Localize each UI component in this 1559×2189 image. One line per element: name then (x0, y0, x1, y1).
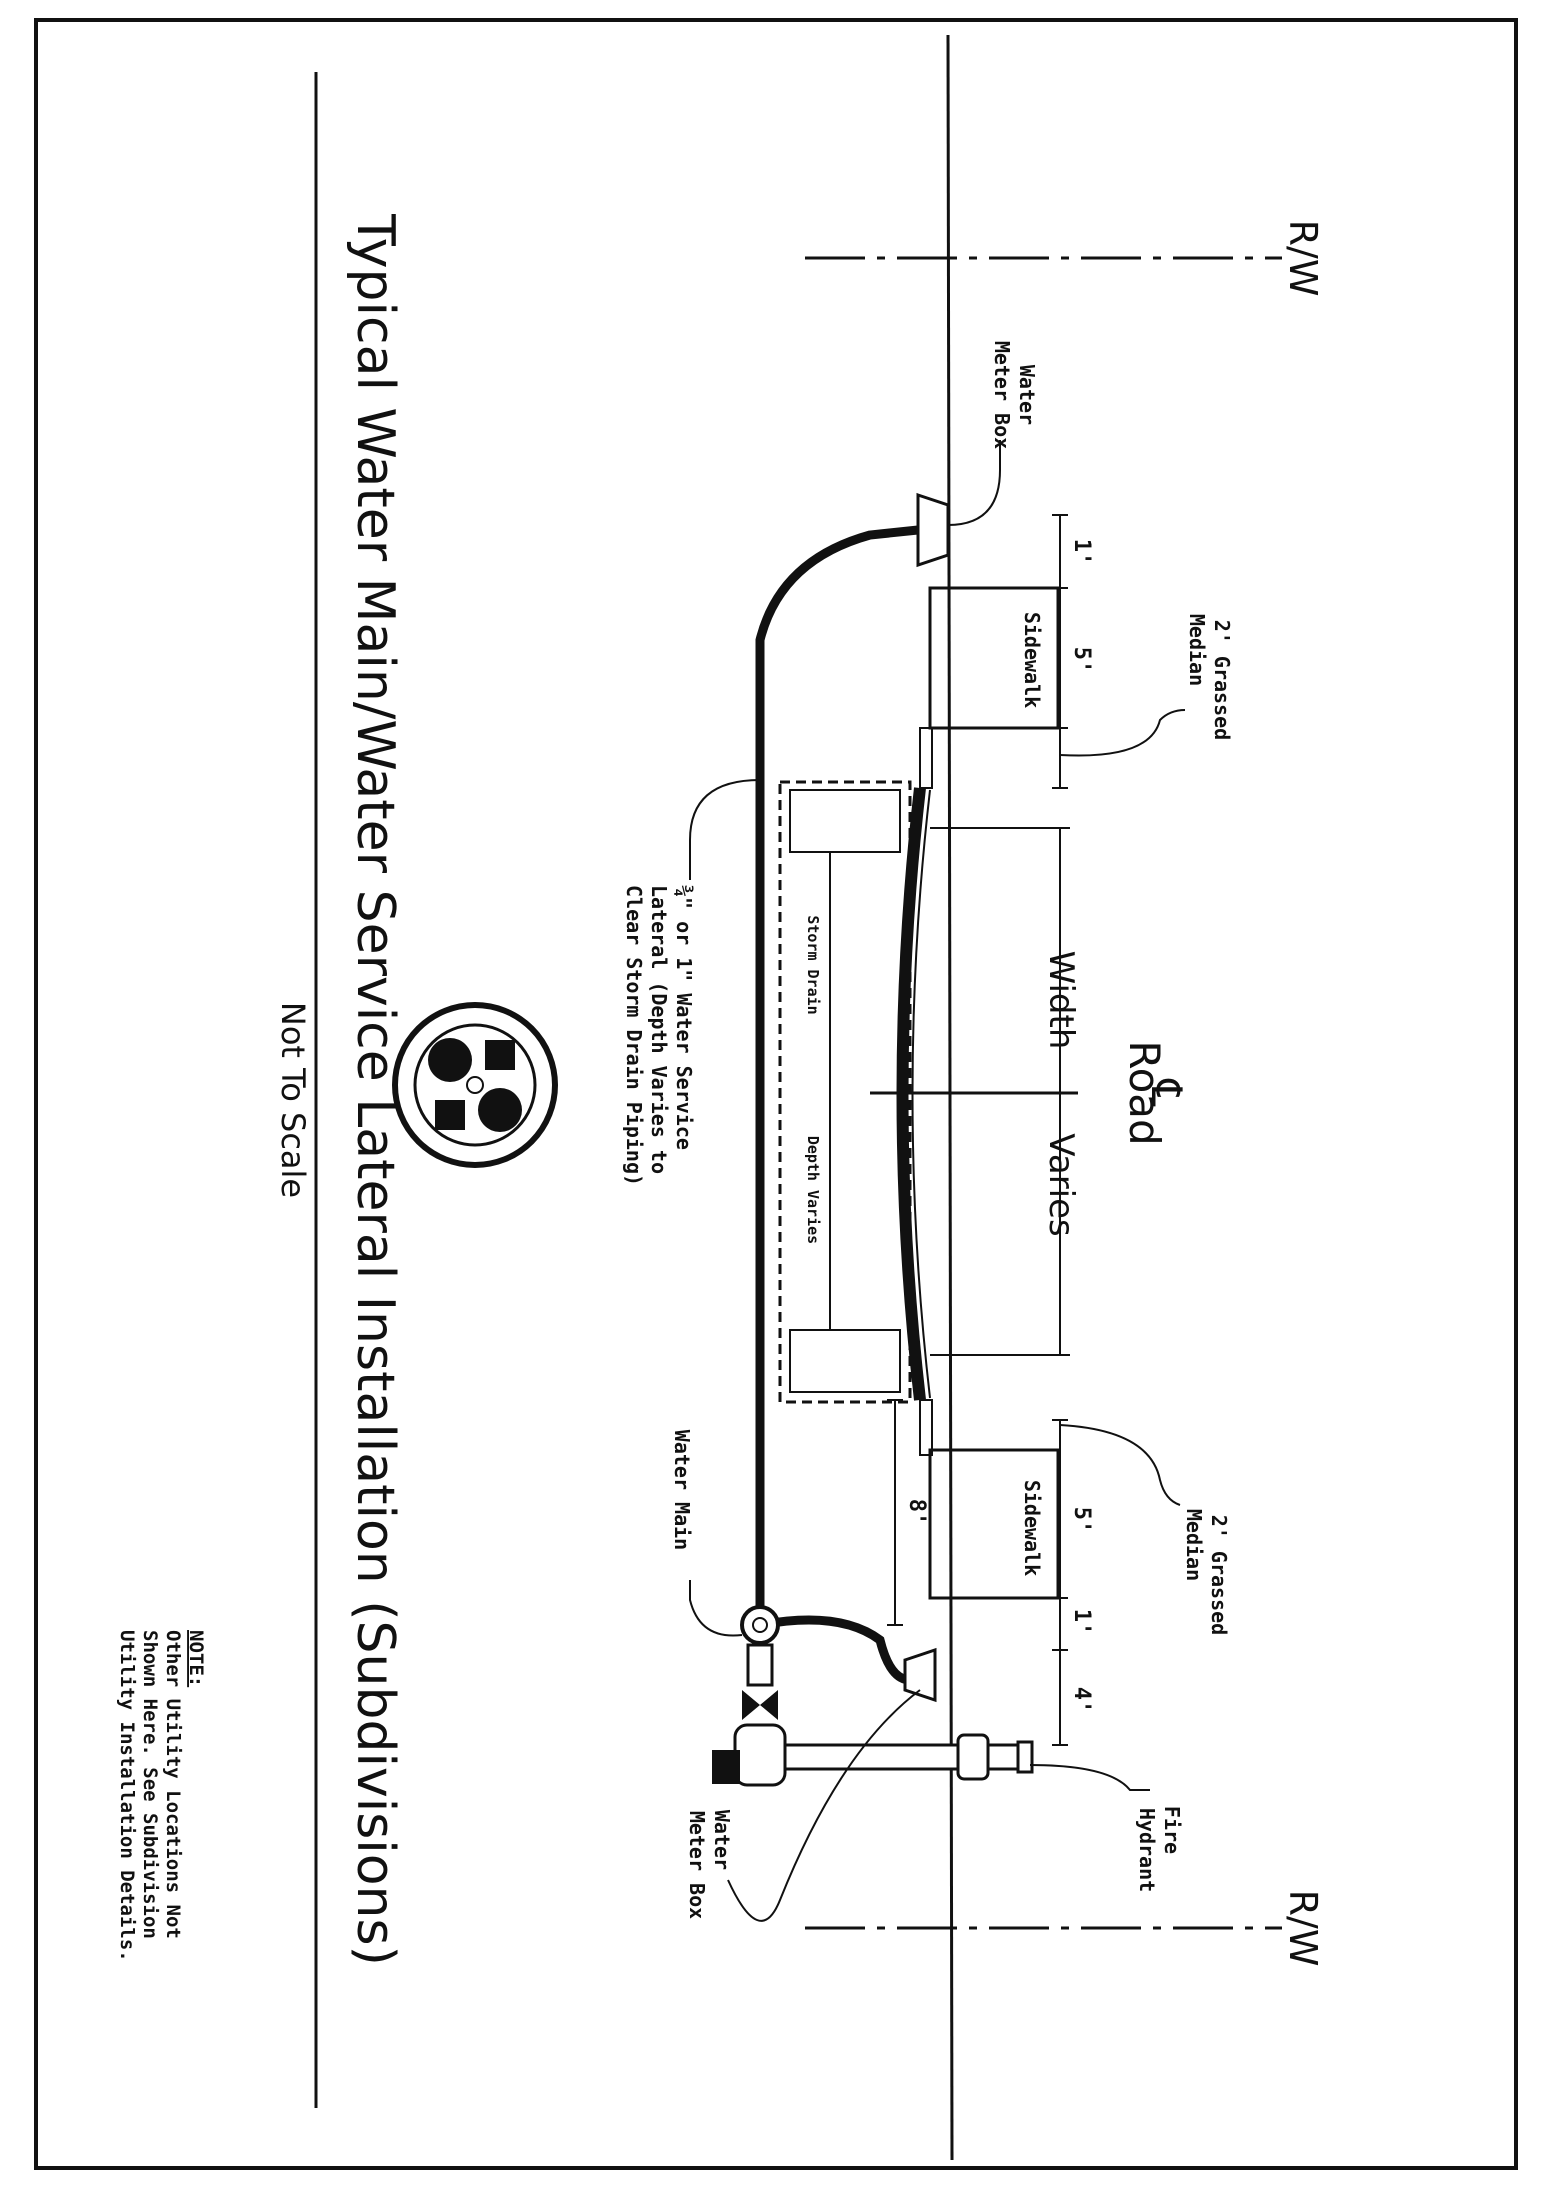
median-top-label-2: Median (1185, 614, 1209, 686)
lateral-label-1: ¾" or 1" Water Service (672, 885, 696, 1150)
median-bottom-label: 2' Grassed (1207, 1515, 1231, 1635)
width-label: Width (1041, 951, 1081, 1050)
meter-box-bottom (903, 1647, 937, 1703)
road-label: Road (1120, 1040, 1169, 1145)
dim-1ft-top: 1' (1069, 539, 1094, 566)
road-surface (896, 787, 926, 1401)
ground-line (946, 34, 954, 2161)
lateral-label-2: Lateral (Depth Varies to (647, 885, 671, 1174)
meter-box-bottom-label: Water (710, 1810, 734, 1870)
dim-1ft-bottom: 1' (1069, 1609, 1094, 1636)
note-line-1: Other Utility Locations Not (162, 1630, 184, 1939)
meter-box-bottom-label-2: Meter Box (685, 1811, 709, 1919)
water-main-label: Water Main (670, 1430, 694, 1550)
water-main-symbol (740, 1605, 780, 1645)
sidewalk-bottom (928, 1448, 1060, 1600)
meter-box-top (916, 492, 950, 568)
sidewalk-bottom-label: Sidewalk (1020, 1480, 1044, 1576)
right-of-way-label-top: R/W (1281, 220, 1325, 297)
storm-drain-inlet-bottom (789, 1329, 901, 1393)
curb-top (919, 727, 933, 789)
storm-drain-inlet-top (789, 789, 901, 853)
water-service-lateral (755, 525, 919, 1620)
drawing-title: Typical Water Main/Water Service Lateral… (345, 213, 405, 1966)
sheet-border (34, 18, 1518, 2170)
dim-4ft: 4' (1069, 1687, 1094, 1714)
note-title: NOTE: (185, 1630, 207, 1687)
valve-body (746, 1643, 774, 1687)
dim-8ft: 8' (904, 1499, 929, 1526)
road-base (911, 789, 931, 1399)
hydrant-base (712, 1750, 740, 1784)
meter-box-top-label: Water (1015, 365, 1039, 425)
right-of-way-label-bottom: R/W (1281, 1890, 1325, 1967)
median-top-label: 2' Grassed (1210, 620, 1234, 740)
median-bottom-label-2: Median (1182, 1509, 1206, 1581)
road-centerline-symbol: ℄ (1142, 1079, 1191, 1107)
sidewalk-top-label: Sidewalk (1020, 612, 1044, 708)
curb-bottom (919, 1399, 933, 1456)
water-service-lateral-bottom (759, 1615, 911, 1685)
dim-5ft-bottom: 5' (1069, 1507, 1094, 1534)
dimension-lines-bottom (887, 1399, 1068, 1746)
storm-drain-pipe (778, 780, 912, 1404)
gate-valve (742, 1690, 778, 1720)
dimension-lines-top (930, 514, 1070, 1356)
fire-hydrant-label: Fire (1160, 1806, 1184, 1854)
note-line-2: Shown Here. See Subdivision (139, 1630, 161, 1939)
varies-label: Varies (1041, 1133, 1081, 1237)
sidewalk-top (928, 586, 1060, 730)
storm-drain-label: Storm Drain (804, 915, 822, 1014)
fire-hydrant-label-2: Hydrant (1135, 1808, 1159, 1892)
meter-box-top-label-2: Meter Box (990, 341, 1014, 449)
drawing-subtitle: Not To Scale (274, 1002, 312, 1198)
depth-varies-label: Depth Varies (804, 1136, 822, 1244)
leader-lines (689, 440, 1186, 1922)
lateral-label-3: Clear Storm Drain Piping) (622, 885, 646, 1186)
hydrant-elbow (733, 1723, 787, 1787)
city-seal-icon (392, 1002, 558, 1168)
note-line-3: Utility Installation Details. (116, 1630, 138, 1962)
dim-5ft-top: 5' (1069, 647, 1094, 674)
fire-hydrant-body (956, 1733, 990, 1781)
